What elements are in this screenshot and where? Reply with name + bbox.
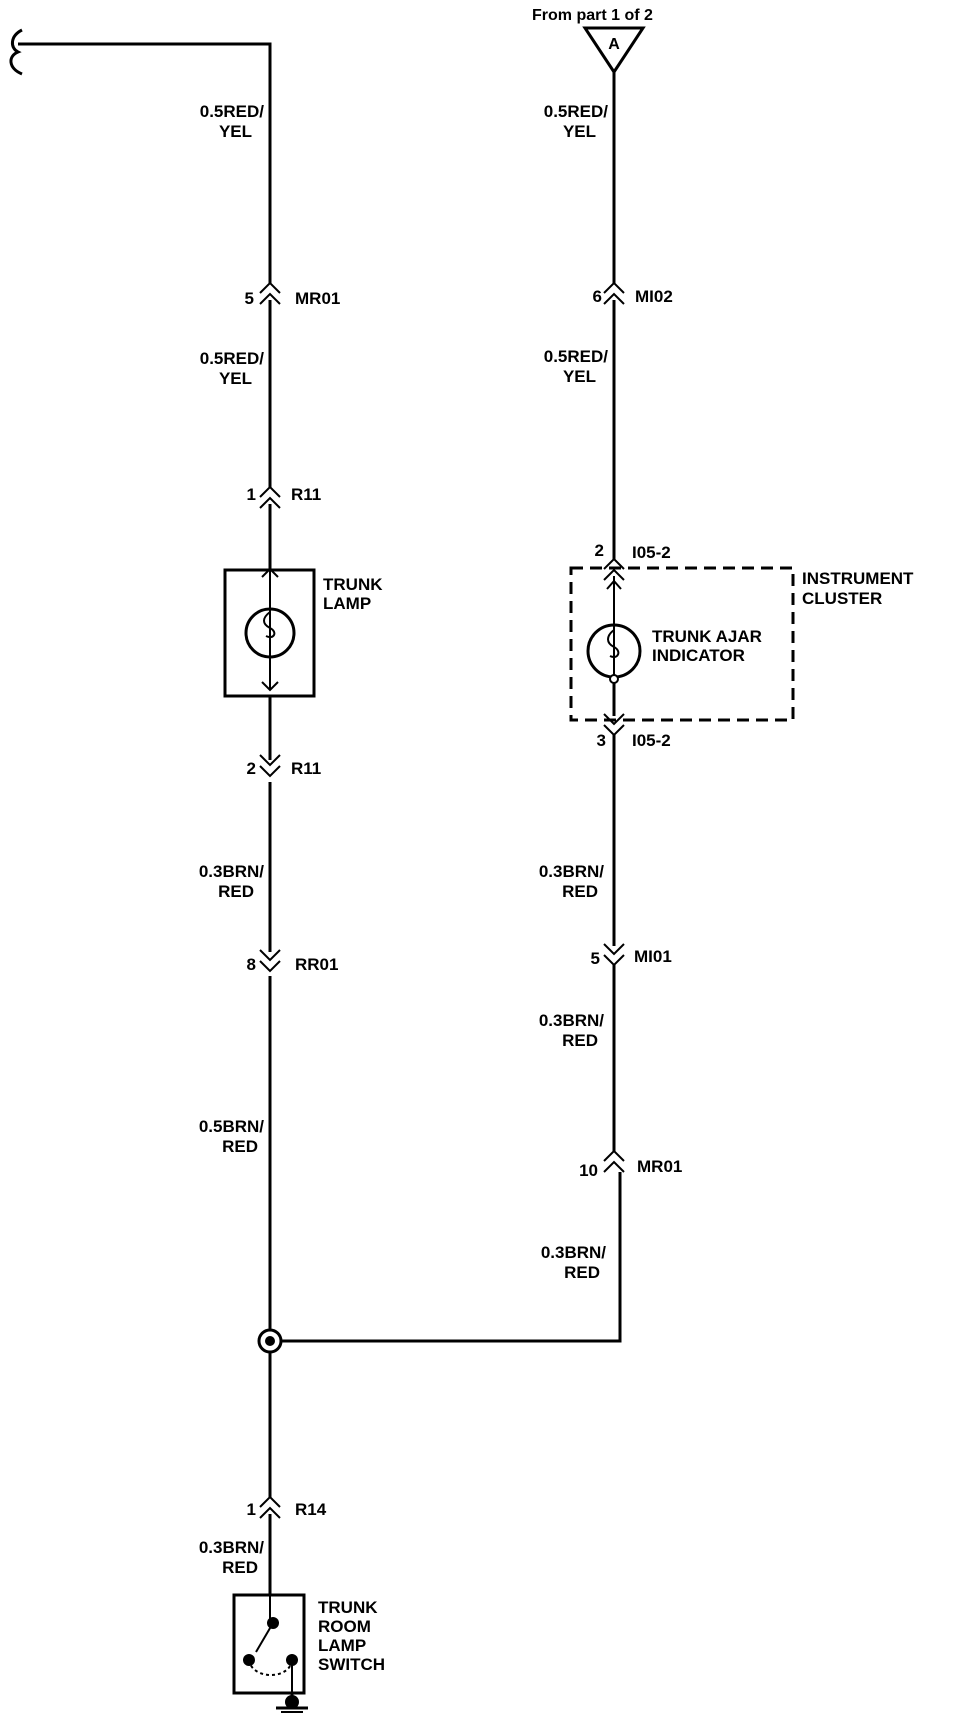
connector-name: RR01 bbox=[295, 955, 338, 974]
right-wire-label-2a: 0.5RED/ bbox=[544, 347, 609, 366]
connector-rr01: 8 RR01 bbox=[247, 949, 338, 974]
from-part-label: From part 1 of 2 bbox=[532, 7, 653, 24]
connector-pin: 5 bbox=[245, 289, 254, 308]
indicator-label-1: TRUNK AJAR bbox=[652, 627, 762, 646]
connector-mi01: 5 MI01 bbox=[591, 943, 672, 968]
connector-name: MI01 bbox=[634, 947, 672, 966]
connector-name: R11 bbox=[291, 759, 321, 778]
switch-label-4: SWITCH bbox=[318, 1655, 385, 1674]
switch-label-1: TRUNK bbox=[318, 1598, 378, 1617]
connector-name: I05-2 bbox=[632, 731, 671, 750]
connector-name: I05-2 bbox=[632, 543, 671, 562]
connector-pin: 5 bbox=[591, 949, 600, 968]
left-wire-label-1b: YEL bbox=[219, 122, 252, 141]
connector-r11-top: 1 R11 bbox=[247, 485, 321, 509]
connector-pin: 1 bbox=[247, 1500, 256, 1519]
left-wire-label-3b: RED bbox=[218, 882, 254, 901]
right-wire-label-3b: RED bbox=[562, 882, 598, 901]
connector-r11-bottom: 2 R11 bbox=[247, 754, 321, 778]
instrument-cluster: INSTRUMENT CLUSTER bbox=[569, 566, 914, 722]
left-wire-label-3a: 0.3BRN/ bbox=[199, 862, 264, 881]
lamp-filament-icon bbox=[263, 611, 276, 638]
connector-name: MI02 bbox=[635, 287, 673, 306]
switch-label-3: LAMP bbox=[318, 1636, 366, 1655]
right-wire-label-5b: RED bbox=[564, 1263, 600, 1282]
right-wire-label-4a: 0.3BRN/ bbox=[539, 1011, 604, 1030]
left-wire-label-2a: 0.5RED/ bbox=[200, 349, 265, 368]
connector-pin: 10 bbox=[579, 1161, 598, 1180]
cluster-label-2: CLUSTER bbox=[802, 589, 882, 608]
trunk-lamp-label-2: LAMP bbox=[323, 594, 371, 613]
left-wire-label-4a: 0.5BRN/ bbox=[199, 1117, 264, 1136]
connector-mr01-right: 10 MR01 bbox=[579, 1149, 682, 1180]
right-wire-label-5a: 0.3BRN/ bbox=[541, 1243, 606, 1262]
connector-name: MR01 bbox=[637, 1157, 682, 1176]
svg-text:A: A bbox=[608, 36, 620, 53]
splice-junction bbox=[257, 1328, 283, 1354]
wire-break-symbol bbox=[9, 28, 23, 76]
connector-pin: 6 bbox=[593, 287, 602, 306]
left-wire-label-5b: RED bbox=[222, 1558, 258, 1577]
ground-icon bbox=[276, 1693, 308, 1713]
connector-pin: 3 bbox=[597, 731, 606, 750]
right-wire-label-1a: 0.5RED/ bbox=[544, 102, 609, 121]
right-wire-label-3a: 0.3BRN/ bbox=[539, 862, 604, 881]
indicator-label-2: INDICATOR bbox=[652, 646, 745, 665]
connector-pin: 2 bbox=[247, 759, 256, 778]
connector-name: MR01 bbox=[295, 289, 340, 308]
switch-label-2: ROOM bbox=[318, 1617, 371, 1636]
trunk-lamp: TRUNK LAMP bbox=[223, 567, 383, 698]
indicator-bulb-icon bbox=[607, 629, 620, 658]
right-wire-label-4b: RED bbox=[562, 1031, 598, 1050]
connector-mr01-left: 5 MR01 bbox=[245, 281, 340, 308]
connector-r14: 1 R14 bbox=[247, 1495, 327, 1519]
cross-wire bbox=[281, 1172, 622, 1343]
cluster-label-1: INSTRUMENT bbox=[802, 569, 914, 588]
left-top-wire bbox=[18, 42, 272, 284]
offpage-connector-a: A bbox=[582, 26, 646, 75]
connector-pin: 1 bbox=[247, 485, 256, 504]
trunk-room-lamp-switch: TRUNK ROOM LAMP SWITCH bbox=[232, 1593, 385, 1695]
right-wire-label-1b: YEL bbox=[563, 122, 596, 141]
right-wire-label-2b: YEL bbox=[563, 367, 596, 386]
connector-name: R11 bbox=[291, 485, 321, 504]
connector-name: R14 bbox=[295, 1500, 327, 1519]
left-wire-label-1a: 0.5RED/ bbox=[200, 102, 265, 121]
connector-i05-2-top: 2 I05-2 bbox=[595, 541, 671, 581]
connector-pin: 8 bbox=[247, 955, 256, 974]
trunk-lamp-label-1: TRUNK bbox=[323, 575, 383, 594]
connector-pin: 2 bbox=[595, 541, 604, 560]
left-wire-label-4b: RED bbox=[222, 1137, 258, 1156]
trunk-ajar-indicator: TRUNK AJAR INDICATOR bbox=[586, 576, 762, 684]
left-wire-label-5a: 0.3BRN/ bbox=[199, 1538, 264, 1557]
connector-mi02: 6 MI02 bbox=[593, 281, 673, 306]
left-wire-label-2b: YEL bbox=[219, 369, 252, 388]
